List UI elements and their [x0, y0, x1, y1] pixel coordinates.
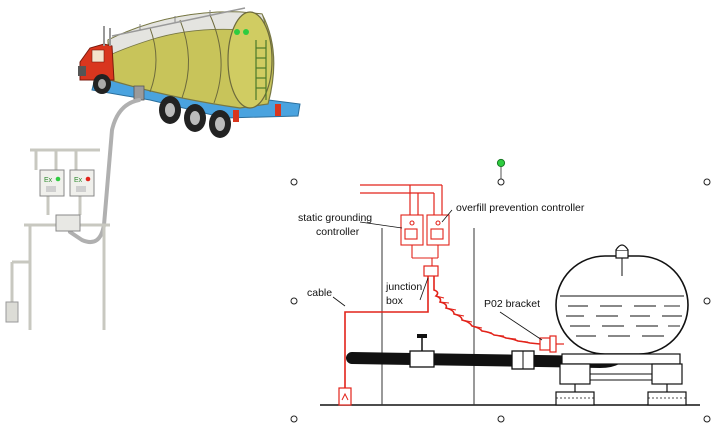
label-cable: cable	[307, 287, 332, 299]
square-handle-icon[interactable]	[703, 415, 711, 423]
square-handle-icon[interactable]	[703, 178, 711, 186]
left-ground-post	[5, 301, 19, 323]
square-handle-icon[interactable]	[497, 178, 505, 186]
left-controller-overfill	[69, 169, 95, 197]
square-handle-icon[interactable]	[290, 415, 298, 423]
static-grounding-controller	[400, 214, 424, 258]
ground-post	[338, 387, 352, 406]
storage-tank	[555, 244, 689, 406]
label-overfill-prevention: overfill prevention controller	[456, 202, 585, 214]
rotate-handle-icon[interactable]	[496, 158, 506, 168]
truck-tank-end	[227, 11, 273, 109]
engineering-drawing: static grounding controller overfill pre…	[298, 184, 700, 406]
square-handle-icon[interactable]	[497, 415, 505, 423]
hose-valve	[409, 334, 435, 368]
tank-truck-illustration	[78, 7, 301, 138]
red-conduit	[360, 184, 443, 215]
label-junction-2: box	[386, 295, 404, 307]
label-static-grounding-1: static grounding	[298, 212, 372, 224]
left-controller-overfill-label: Ex	[74, 177, 83, 184]
square-handle-icon[interactable]	[290, 297, 298, 305]
selection-handles[interactable]	[290, 158, 711, 423]
label-static-grounding-2: controller	[316, 226, 360, 238]
square-handle-icon[interactable]	[290, 178, 298, 186]
p02-bracket	[539, 335, 564, 353]
overfill-prevention-controller	[426, 214, 450, 258]
label-junction-1: junction	[385, 281, 422, 293]
truck-wheels	[93, 74, 231, 138]
ground-cable	[344, 276, 429, 388]
left-controller-static-label: Ex	[44, 177, 53, 184]
left-controller-boxes: Ex Ex	[5, 169, 95, 323]
controller-stand	[10, 148, 110, 330]
label-p02-bracket: P02 bracket	[484, 298, 540, 310]
coiled-cable	[433, 276, 541, 345]
square-handle-icon[interactable]	[703, 297, 711, 305]
left-junction-box	[55, 214, 81, 232]
junction-box	[423, 265, 439, 277]
truck-ladder	[255, 40, 267, 100]
label-leaders	[332, 209, 543, 341]
